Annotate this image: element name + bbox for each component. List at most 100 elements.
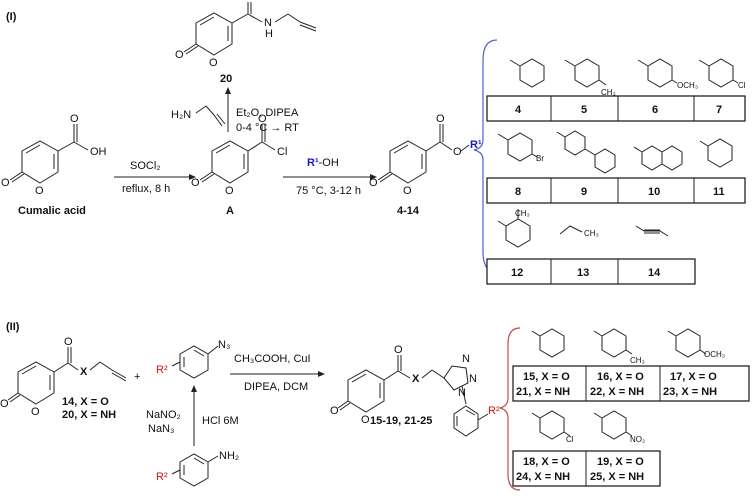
triazole-n2: N xyxy=(469,373,477,385)
amide-20-structure xyxy=(183,2,317,56)
compound-8: 8 xyxy=(515,186,521,198)
compound-11: 11 xyxy=(713,186,725,198)
cell-25: 25, X = NH xyxy=(590,471,644,483)
a-ring-oxygen: O xyxy=(225,185,234,197)
r1-table: CH₃ OCH₃ Cl 4 5 6 7 Br 8 9 10 11 xyxy=(486,58,746,285)
sm-acyl-oxygen: O xyxy=(64,336,73,348)
aniline-nh2: NH₂ xyxy=(219,450,239,462)
cell-24: 24, X = NH xyxy=(516,471,570,483)
step2-conditions: 75 °C, 3-12 h xyxy=(296,185,361,197)
sub-ch3-13: CH₃ xyxy=(584,229,599,238)
brace-part2 xyxy=(499,327,521,491)
sub-br-8: Br xyxy=(536,154,544,163)
azide-n3: N₃ xyxy=(218,339,230,351)
amide-hydrogen: H xyxy=(265,28,273,40)
ester-carbonyl-oxygen: O xyxy=(369,177,378,189)
amide-carbonyl-oxygen: O xyxy=(175,49,184,61)
carbonyl-oxygen: O xyxy=(1,177,10,189)
product-ring-oxygen: O xyxy=(361,414,370,426)
cell-17: 17, X = O xyxy=(670,371,717,383)
cumalic-acid-label: Cumalic acid xyxy=(18,205,86,217)
alkyne-sm-structure xyxy=(7,347,127,405)
compound-13: 13 xyxy=(577,267,589,279)
brace-part1 xyxy=(473,39,498,273)
ester-ring-oxygen: O xyxy=(403,185,412,197)
cumalic-acid-structure xyxy=(9,124,89,184)
sub2-no2: NO₂ xyxy=(630,435,645,444)
sm-label-20: 20, X = NH xyxy=(62,409,116,421)
click-conditions-2: DIPEA, DCM xyxy=(244,381,308,393)
sub-cl-7: Cl xyxy=(738,81,746,90)
ester-acyl-oxygen: O xyxy=(436,113,445,125)
r2-table: CH₃ OCH₃ 15, X = O 21, X = NH 16, X = O … xyxy=(512,328,750,487)
a-carbonyl-oxygen: O xyxy=(191,177,200,189)
aryl-azide-structure xyxy=(171,345,219,379)
azide-r2: R² xyxy=(156,364,168,376)
ring-oxygen: O xyxy=(35,185,44,197)
amide-ring-oxygen: O xyxy=(209,57,218,69)
product-x-label: X xyxy=(412,373,420,385)
ester-structure xyxy=(377,124,453,184)
part2-label: (II) xyxy=(6,321,20,333)
product-carbonyl-oxygen: O xyxy=(330,405,339,417)
ester-oxygen: O xyxy=(453,146,462,158)
hydroxyl-label: OH xyxy=(90,146,107,158)
triazole-product-structure xyxy=(337,355,489,437)
sub-ch3-5: CH₃ xyxy=(601,88,616,97)
sub-och3-6: OCH₃ xyxy=(677,81,698,90)
plus-sign: + xyxy=(134,371,140,383)
amide-conditions-2: 0-4 °C → RT xyxy=(236,122,299,134)
triazole-n1: N xyxy=(462,353,470,365)
reagent-nano2: NaNO₂ xyxy=(146,409,181,421)
compound-6: 6 xyxy=(652,104,658,116)
acid-chloride-structure xyxy=(199,124,276,184)
compound-12: 12 xyxy=(511,267,523,279)
cell-15: 15, X = O xyxy=(523,371,570,383)
compound-10: 10 xyxy=(648,186,660,198)
compound-4: 4 xyxy=(515,104,522,116)
cell-21: 21, X = NH xyxy=(516,386,570,398)
reagent-hcl: HCl 6M xyxy=(202,415,239,427)
product-label: 15-19, 21-25 xyxy=(370,415,432,427)
sm-carbonyl-oxygen: O xyxy=(0,398,9,410)
compound-4-14-label: 4-14 xyxy=(397,205,420,217)
sub2-ch3: CH₃ xyxy=(630,356,645,365)
cell-16: 16, X = O xyxy=(597,371,644,383)
reagent-nan3: NaN₃ xyxy=(148,423,175,435)
product-acyl-oxygen: O xyxy=(394,344,403,356)
intermediate-a-label: A xyxy=(226,205,234,217)
sm-ring-oxygen: O xyxy=(31,406,40,418)
sub2-och3: OCH₃ xyxy=(704,350,725,359)
sub2-cl: Cl xyxy=(566,435,574,444)
sm-label-14: 14, X = O xyxy=(62,396,109,408)
compound-7: 7 xyxy=(716,104,722,116)
acid-oxygen: O xyxy=(70,113,79,125)
product-r2: R² xyxy=(488,405,500,417)
a-acyl-oxygen: O xyxy=(258,113,267,125)
amide-nitrogen: N xyxy=(264,17,272,29)
cell-19: 19, X = O xyxy=(597,456,644,468)
compound-9: 9 xyxy=(581,186,587,198)
sub-ch3-12: CH₃ xyxy=(515,209,530,218)
cell-23: 23, X = NH xyxy=(663,386,717,398)
compound-14: 14 xyxy=(648,267,661,279)
step2-reagent: R¹-OH xyxy=(307,157,339,169)
amide-conditions-1: Et₂O, DIPEA xyxy=(236,107,299,119)
propargylamine-label: H₂N xyxy=(171,109,191,121)
aniline-r2: R² xyxy=(156,471,168,483)
sm-x-label: X xyxy=(80,366,88,378)
compound-5: 5 xyxy=(581,104,587,116)
cell-22: 22, X = NH xyxy=(590,386,644,398)
propargylamine-chain xyxy=(195,105,226,127)
click-conditions-1: CH₃COOH, CuI xyxy=(234,353,311,365)
triazole-n3: N xyxy=(458,387,466,399)
step1-reagent: SOCl₂ xyxy=(130,160,161,172)
ester-r1: R¹ xyxy=(470,139,482,151)
cell-18: 18, X = O xyxy=(523,456,570,468)
chloride-label: Cl xyxy=(277,146,287,158)
aniline-structure xyxy=(171,453,219,487)
step1-conditions: reflux, 8 h xyxy=(122,183,170,195)
compound-20-label: 20 xyxy=(220,73,232,85)
part1-label: (I) xyxy=(6,11,17,23)
